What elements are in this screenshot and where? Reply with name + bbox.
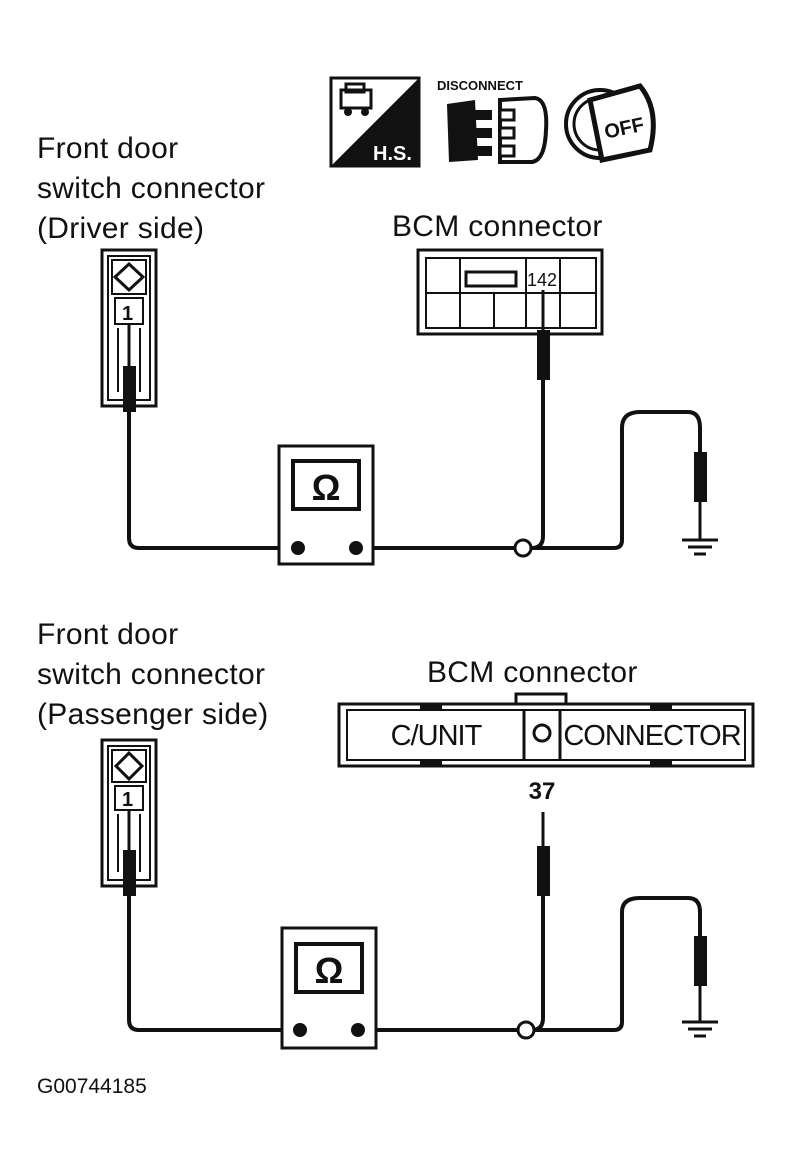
ohmmeter-bottom: Ω — [280, 926, 378, 1050]
wire-top-bcm — [531, 378, 545, 550]
probe-bcm-bottom — [537, 846, 550, 896]
bcm-connector-top: 142 — [416, 248, 604, 336]
hs-icon: H.S. — [329, 76, 421, 168]
hs-label: H.S. — [373, 143, 412, 165]
bcm-connector-bottom: C/UNIT CONNECTOR — [337, 692, 755, 768]
probe-ground-top — [694, 452, 707, 502]
disconnect-icon: DISCONNECT — [437, 78, 549, 164]
probe-switch-driver — [123, 366, 136, 412]
splice-bottom — [516, 1020, 536, 1040]
switch-label-passenger-line1: Front door — [37, 618, 179, 651]
connector-label: CONNECTOR — [563, 720, 740, 752]
ohm-symbol-top: Ω — [312, 467, 341, 508]
bcm-pin-top: 142 — [527, 270, 557, 290]
switch-label-passenger-line3: (Passenger side) — [37, 698, 269, 731]
bcm-pin-bottom: 37 — [529, 778, 556, 805]
ignition-off-icon: OFF — [564, 83, 656, 163]
wire-bottom-left — [127, 894, 298, 1032]
switch-label-driver-line1: Front door — [37, 132, 179, 165]
figure-id: G00744185 — [37, 1075, 147, 1098]
probe-bcm-top — [537, 330, 550, 380]
splice-top — [513, 538, 533, 558]
probe-switch-passenger — [123, 850, 136, 896]
probe-ground-bottom — [694, 936, 707, 986]
wire-bottom-ground — [531, 896, 702, 1032]
switch-pin-passenger: 1 — [122, 789, 133, 811]
switch-label-driver-line3: (Driver side) — [37, 212, 205, 245]
switch-pin-driver: 1 — [122, 303, 133, 325]
ohmmeter-top: Ω — [277, 444, 375, 566]
bcm-label-top: BCM connector — [392, 210, 603, 243]
bcm-label-bottom: BCM connector — [427, 656, 638, 689]
wire-top-left — [127, 410, 298, 550]
wire-top-ground — [531, 410, 702, 550]
wire-bottom-bcm — [531, 894, 545, 1032]
switch-label-passenger-line2: switch connector — [37, 658, 266, 691]
switch-label-driver-line2: switch connector — [37, 172, 266, 205]
ohm-symbol-bottom: Ω — [315, 950, 344, 991]
ground-symbol-bottom — [682, 1020, 718, 1038]
ground-symbol-top — [682, 538, 718, 556]
cunit-label: C/UNIT — [391, 720, 483, 752]
disconnect-label: DISCONNECT — [437, 78, 523, 93]
